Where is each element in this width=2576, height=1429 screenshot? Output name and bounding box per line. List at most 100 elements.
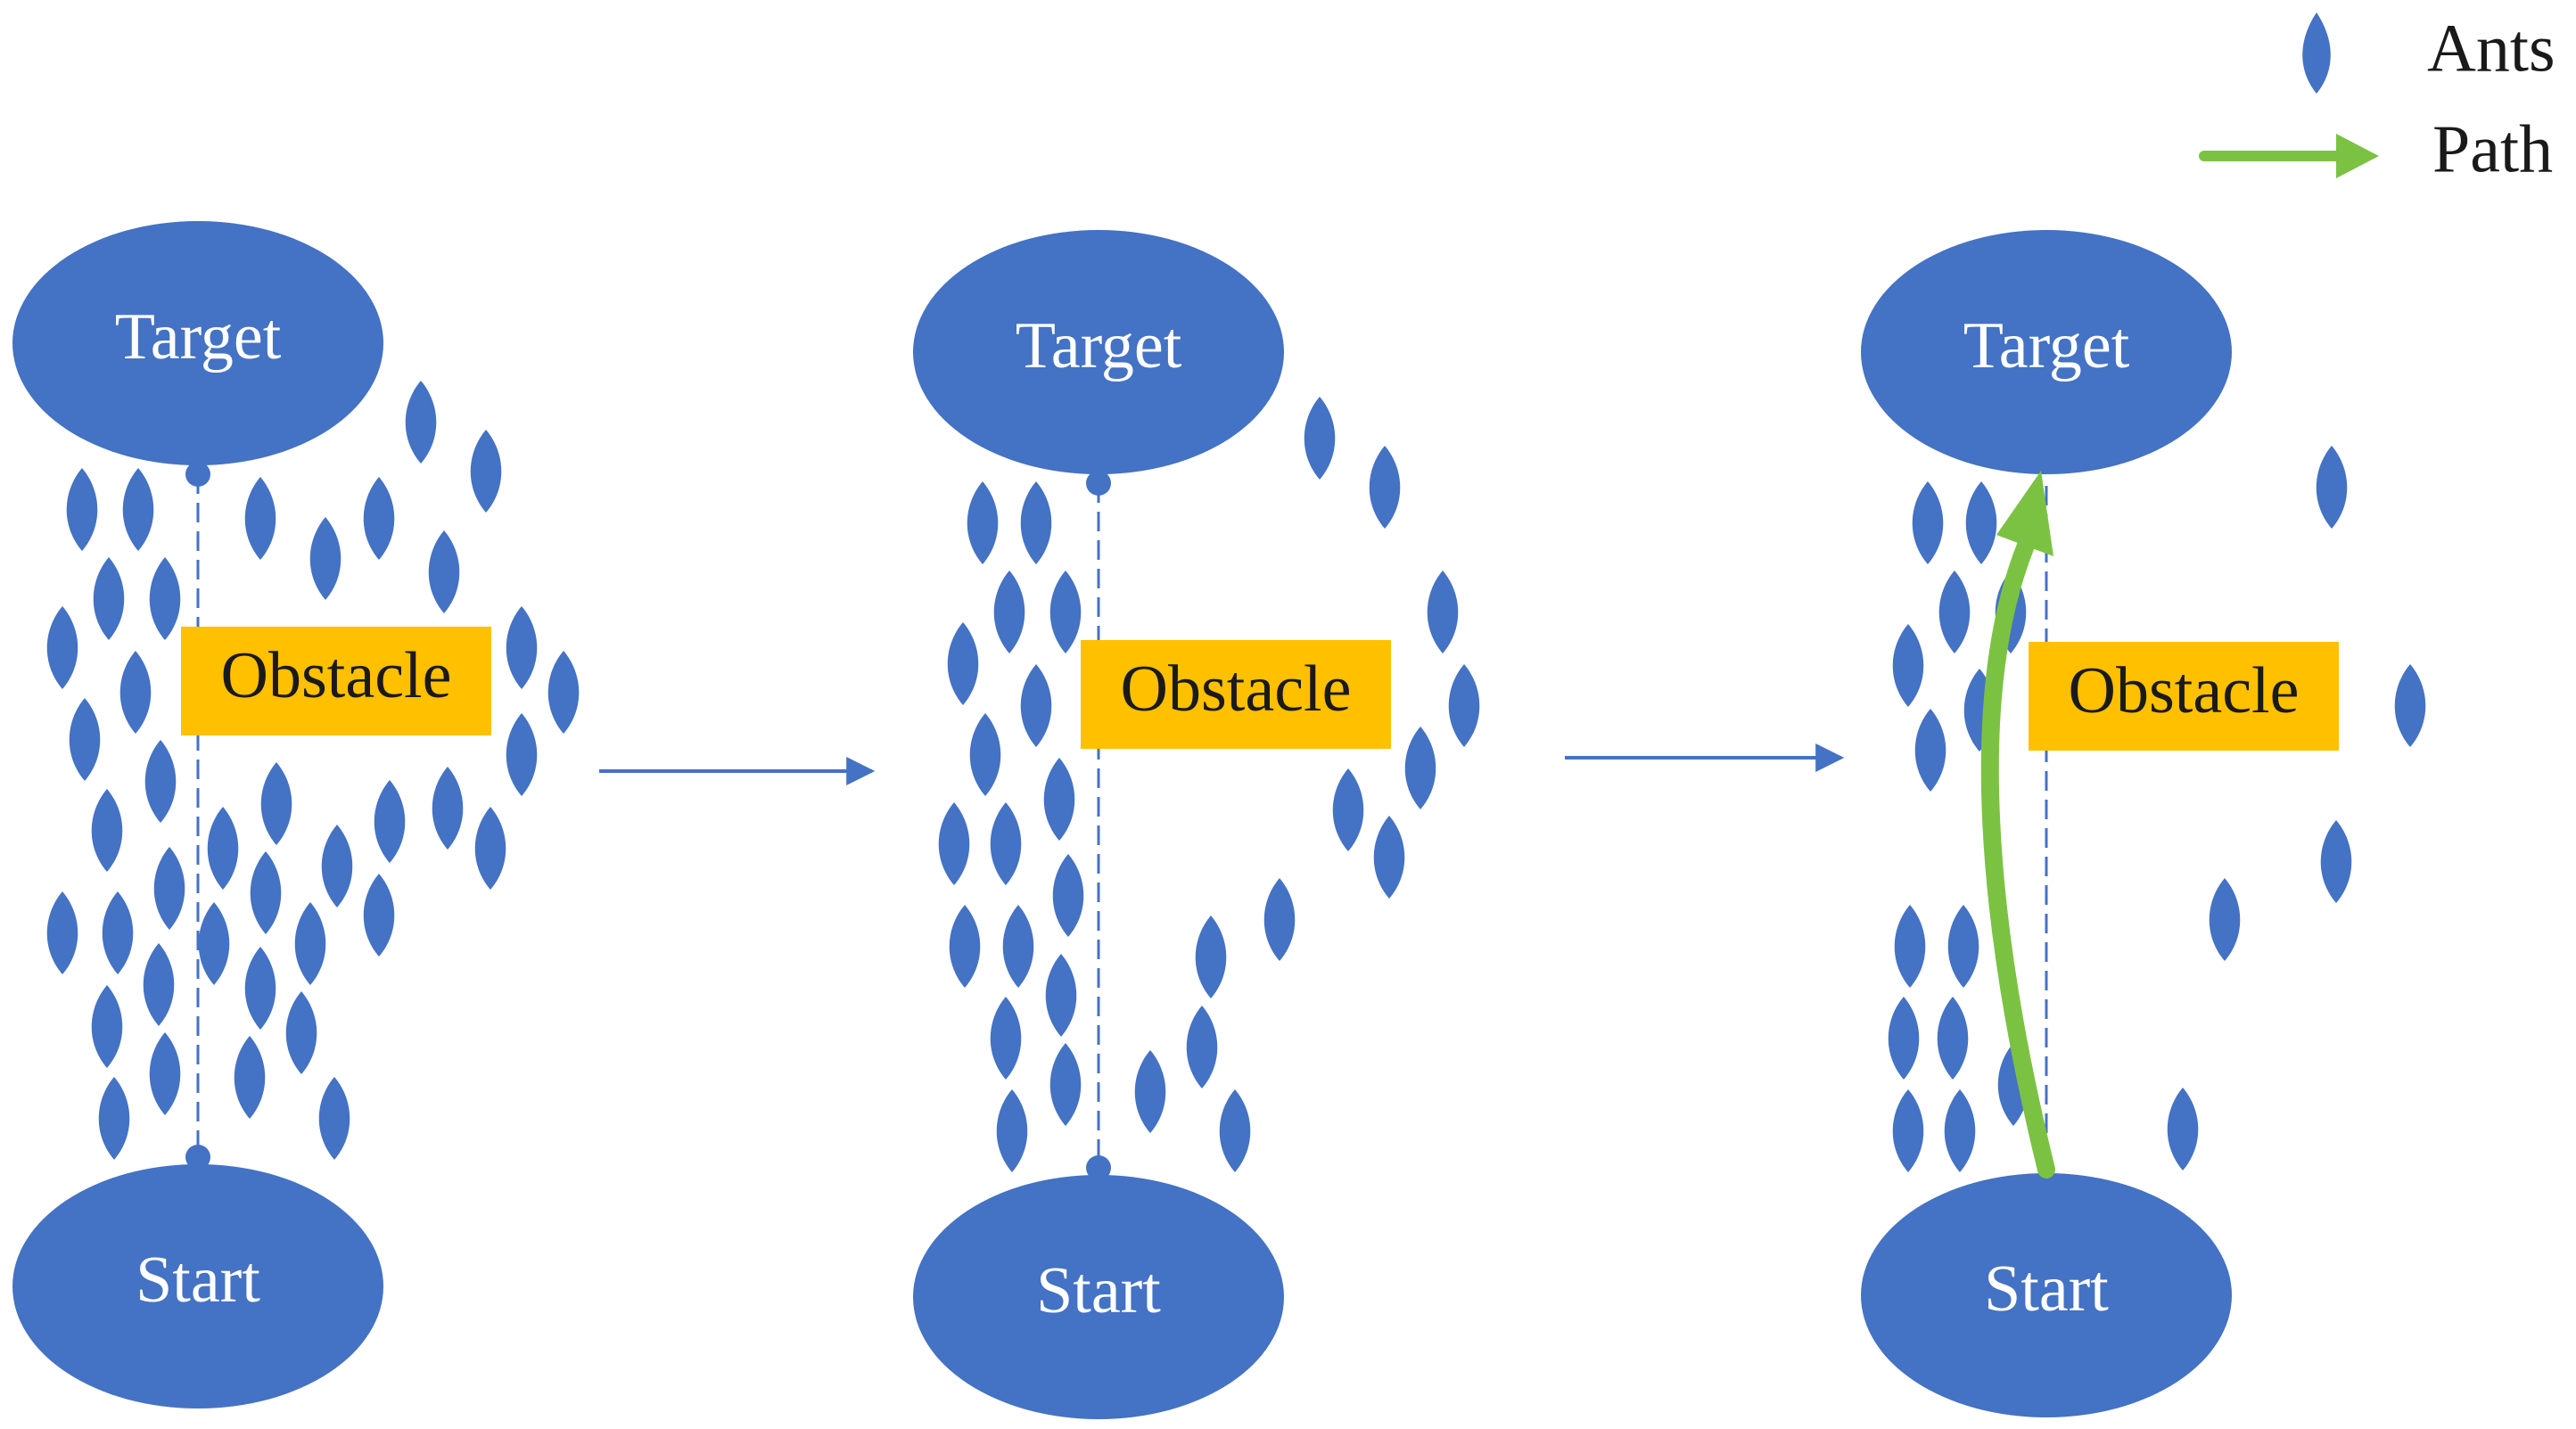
target-label: Target bbox=[115, 300, 282, 374]
ant bbox=[149, 1032, 181, 1115]
panel-2: Target Obstacle Start bbox=[913, 230, 1480, 1419]
ant bbox=[1134, 1050, 1166, 1133]
ant bbox=[993, 571, 1025, 653]
start-node bbox=[1861, 1173, 2232, 1417]
ant bbox=[285, 991, 317, 1074]
obstacle-label: Obstacle bbox=[221, 639, 452, 712]
ant bbox=[149, 557, 181, 640]
ant bbox=[1914, 709, 1946, 792]
ant bbox=[949, 905, 981, 988]
ant bbox=[1892, 1089, 1924, 1172]
drop-icon bbox=[2302, 12, 2331, 94]
ant bbox=[1263, 878, 1296, 961]
ant bbox=[1020, 481, 1052, 564]
panel-1: Target Obstacle Start bbox=[12, 221, 580, 1408]
start-label: Start bbox=[136, 1244, 260, 1317]
ant bbox=[1045, 954, 1077, 1037]
ant bbox=[1892, 624, 1924, 707]
ant bbox=[1049, 1043, 1082, 1126]
ant bbox=[309, 517, 342, 600]
ant bbox=[990, 802, 1022, 885]
start-label: Start bbox=[1036, 1254, 1161, 1327]
ant bbox=[1937, 997, 1969, 1080]
ant bbox=[428, 530, 460, 613]
ant bbox=[2209, 878, 2241, 961]
ant bbox=[260, 762, 292, 845]
ant bbox=[470, 430, 502, 513]
ant bbox=[1002, 905, 1034, 988]
ant bbox=[432, 767, 464, 850]
ant bbox=[1938, 571, 1971, 653]
ant bbox=[1304, 397, 1336, 480]
ant bbox=[1195, 916, 1227, 998]
ant bbox=[207, 807, 239, 890]
ant bbox=[318, 1077, 350, 1160]
start-label: Start bbox=[1984, 1252, 2109, 1326]
guide-end bbox=[185, 462, 210, 487]
ant bbox=[244, 947, 276, 1030]
ant bbox=[1373, 816, 1405, 899]
ant bbox=[547, 651, 580, 734]
obstacle-box bbox=[181, 627, 491, 735]
ant bbox=[1043, 758, 1075, 841]
ant bbox=[2316, 446, 2348, 529]
obstacle-box bbox=[2029, 642, 2339, 751]
obstacle-label: Obstacle bbox=[2069, 654, 2300, 727]
ant-group bbox=[46, 381, 580, 1160]
ant bbox=[1049, 571, 1082, 653]
ant bbox=[119, 651, 152, 734]
ant bbox=[2320, 820, 2352, 903]
target-node bbox=[1861, 230, 2232, 474]
ant bbox=[1404, 727, 1436, 809]
ant bbox=[374, 780, 406, 863]
ant bbox=[1052, 854, 1084, 937]
ant bbox=[198, 902, 230, 985]
panel-3: Target Obstacle Start bbox=[1861, 230, 2426, 1417]
ant-group bbox=[938, 397, 1480, 1172]
ant-group bbox=[1888, 446, 2426, 1172]
ant bbox=[1427, 571, 1459, 653]
ant bbox=[91, 789, 123, 872]
start-node bbox=[913, 1175, 1284, 1419]
guide-end bbox=[1086, 1155, 1111, 1180]
ant bbox=[1947, 905, 1979, 988]
ant bbox=[947, 622, 979, 705]
ant bbox=[46, 891, 78, 974]
ant bbox=[1448, 664, 1480, 747]
ant bbox=[1888, 997, 1920, 1080]
optimal-path-arrowhead bbox=[1996, 471, 2053, 556]
target-label: Target bbox=[1016, 309, 1182, 382]
ant bbox=[2394, 664, 2426, 747]
ant bbox=[1912, 481, 1944, 564]
ant bbox=[91, 985, 123, 1068]
target-label: Target bbox=[1963, 309, 2130, 382]
ant bbox=[294, 902, 326, 985]
legend-path-label: Path bbox=[2432, 111, 2553, 186]
ant bbox=[1944, 1089, 1976, 1172]
ant bbox=[506, 713, 538, 796]
ant bbox=[1020, 664, 1052, 747]
legend: Ants Path bbox=[2199, 11, 2555, 186]
ant bbox=[143, 943, 175, 1026]
ant bbox=[1219, 1089, 1251, 1172]
ant bbox=[969, 713, 1001, 796]
arrow-icon-head bbox=[2336, 134, 2379, 178]
ant bbox=[938, 802, 970, 885]
ant bbox=[474, 807, 506, 890]
optimal-path-line bbox=[1980, 537, 2055, 1179]
ant bbox=[1186, 1006, 1218, 1088]
ant bbox=[321, 825, 353, 907]
obstacle-box bbox=[1081, 640, 1391, 749]
ant bbox=[93, 557, 125, 640]
ant bbox=[46, 606, 78, 689]
ant bbox=[66, 468, 98, 551]
target-node bbox=[913, 230, 1284, 474]
ant bbox=[244, 477, 276, 560]
ant bbox=[69, 698, 101, 781]
ant bbox=[996, 1089, 1028, 1172]
guide-end bbox=[185, 1145, 210, 1170]
ant bbox=[363, 477, 395, 560]
ant bbox=[102, 891, 134, 974]
ant bbox=[1894, 905, 1926, 988]
